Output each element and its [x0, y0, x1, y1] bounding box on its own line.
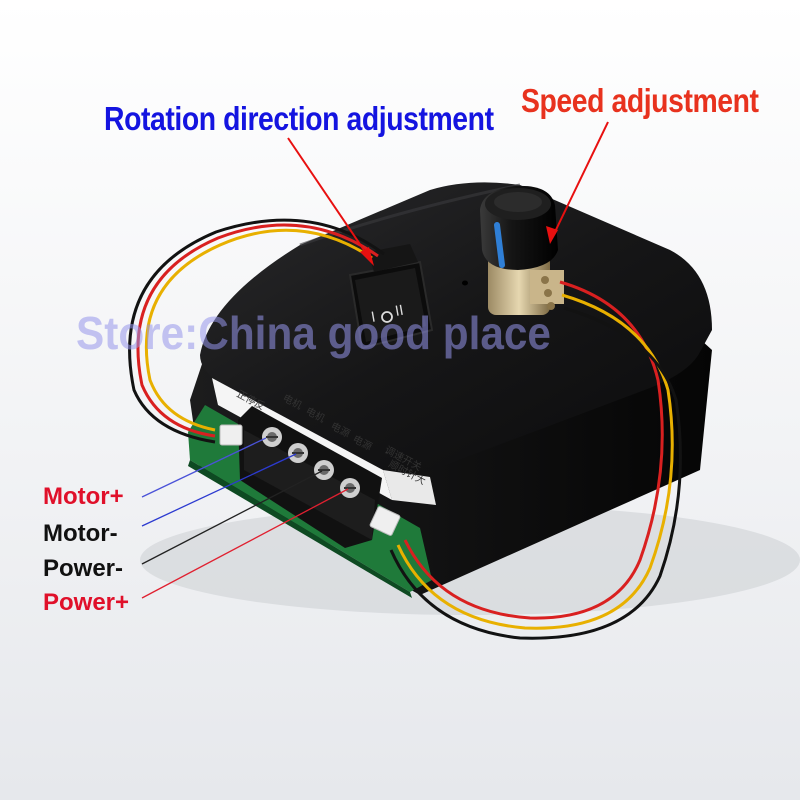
rocker-switch-icon: I II: [348, 244, 434, 350]
right-connector: [369, 506, 401, 536]
power-minus-leader: [141, 470, 323, 565]
svg-text:I: I: [370, 309, 377, 325]
rotation-direction-callout: Rotation direction adjustment: [104, 100, 494, 137]
speed-adjustment-callout: Speed adjustment: [521, 82, 759, 119]
switch-wires: [128, 218, 385, 444]
motor-plus-label: Motor+: [43, 483, 124, 510]
motor-plus-leader: [141, 437, 267, 498]
mounting-hole: [462, 280, 468, 286]
potentiometer-wires: [389, 280, 682, 640]
svg-text:II: II: [394, 303, 405, 320]
power-plus-leader: [141, 488, 349, 599]
motor-minus-label: Motor-: [43, 520, 118, 547]
terminal-screw-2: [288, 443, 308, 463]
speed-pointer-arrow: [546, 121, 609, 244]
terminal-screw-4: [340, 478, 360, 498]
store-watermark: Store:China good place: [76, 307, 551, 359]
left-connector: [219, 424, 243, 446]
potentiometer-knob-icon: [480, 185, 564, 315]
terminal-screw-1: [262, 427, 282, 447]
power-plus-label: Power+: [43, 589, 130, 616]
housing-top: [200, 182, 712, 475]
power-minus-label: Power-: [43, 555, 124, 582]
rotation-pointer-arrow: [287, 137, 374, 266]
terminal-screw-3: [314, 460, 334, 480]
motor-minus-leader: [141, 453, 297, 527]
